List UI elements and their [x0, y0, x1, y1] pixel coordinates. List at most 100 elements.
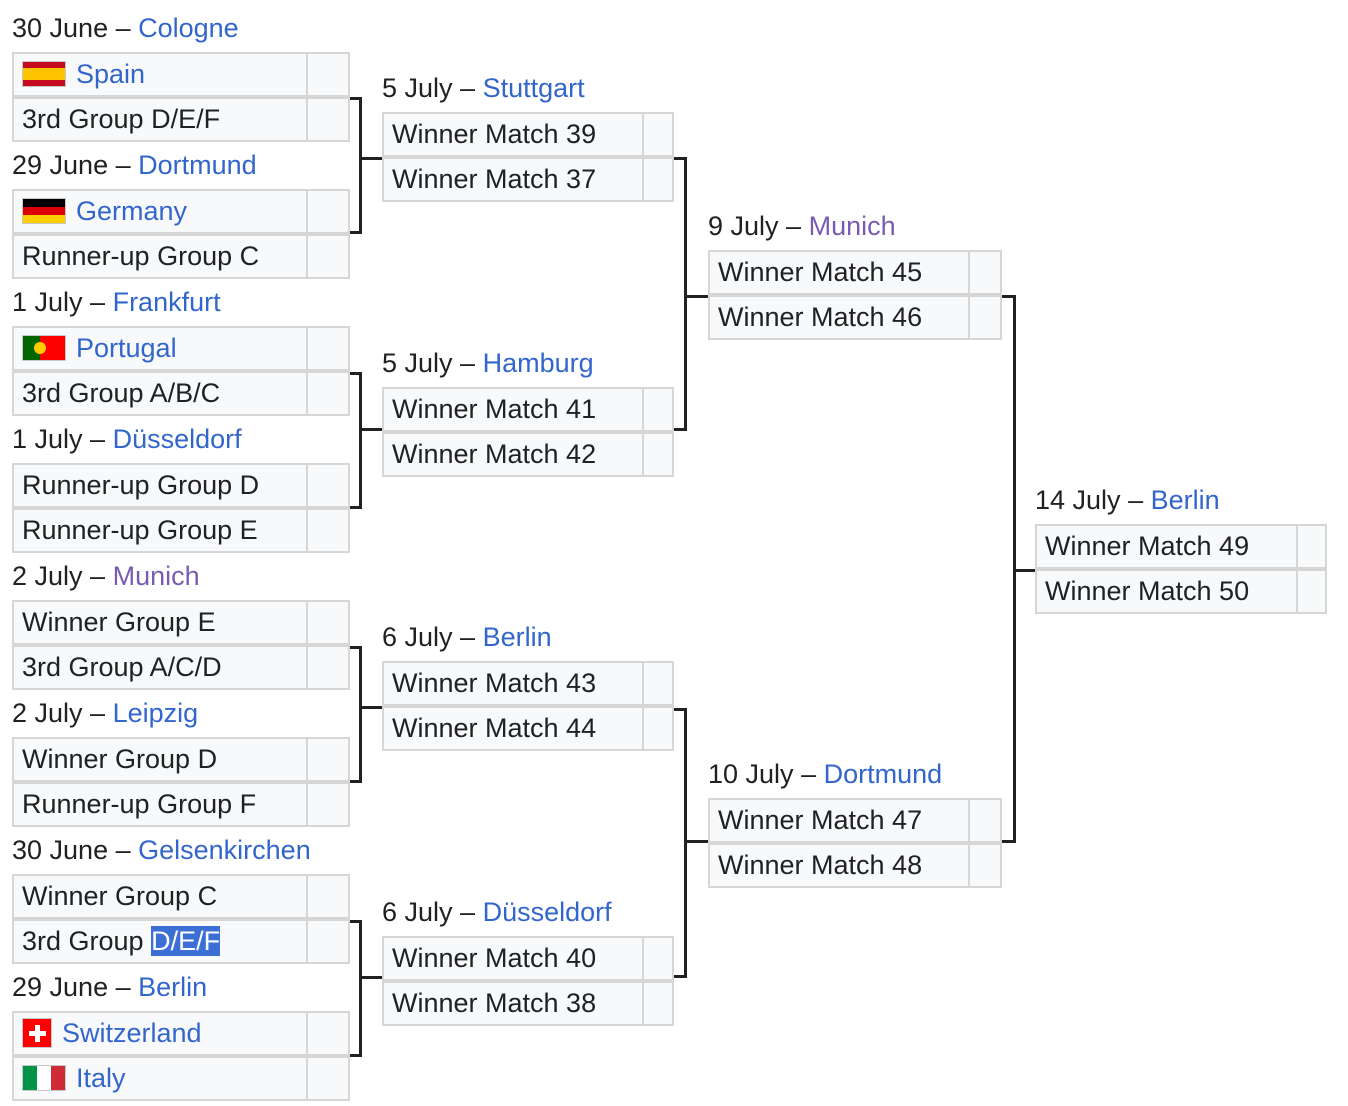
team-name: Winner Match 45 [708, 250, 970, 295]
team-name: Switzerland [12, 1011, 308, 1056]
connector-line [350, 1054, 362, 1057]
venue-link[interactable]: Berlin [138, 972, 208, 1002]
connector-line [350, 97, 362, 100]
team-name: Winner Match 44 [382, 706, 644, 751]
score-cell [306, 737, 350, 782]
team-name: Portugal [12, 326, 308, 371]
score-cell [306, 234, 350, 279]
spain-flag-icon [22, 60, 66, 87]
connector-line [674, 157, 687, 160]
team-name: Runner-up Group E [12, 508, 308, 553]
venue-link[interactable]: Frankfurt [112, 287, 221, 317]
team-link[interactable]: Portugal [76, 333, 177, 363]
team-name: Winner Match 37 [382, 157, 644, 202]
venue-link[interactable]: Stuttgart [482, 73, 585, 103]
score-cell [642, 661, 674, 706]
score-cell [1296, 569, 1327, 614]
team-name: Winner Match 48 [708, 843, 970, 888]
venue-link[interactable]: Berlin [1150, 485, 1220, 515]
venue-link[interactable]: Munich [112, 561, 200, 591]
team-name: Winner Match 39 [382, 112, 644, 157]
team-name: Winner Match 47 [708, 798, 970, 843]
team-link[interactable]: Spain [76, 59, 146, 89]
venue-link[interactable]: Gelsenkirchen [138, 835, 311, 865]
venue-link[interactable]: Cologne [138, 13, 239, 43]
match-header: 6 July – Düsseldorf [382, 897, 612, 927]
team-name: Winner Match 38 [382, 981, 644, 1026]
score-cell [968, 843, 1002, 888]
score-cell [306, 189, 350, 234]
venue-link[interactable]: Düsseldorf [482, 897, 612, 927]
score-cell [306, 371, 350, 416]
venue-link[interactable]: Dortmund [138, 150, 257, 180]
match-header: 10 July – Dortmund [708, 759, 943, 789]
match-header: 9 July – Munich [708, 211, 896, 241]
connector-line [359, 920, 362, 1057]
match-header: 1 July – Düsseldorf [12, 424, 242, 454]
match-header: 29 June – Berlin [12, 972, 208, 1002]
score-cell [306, 874, 350, 919]
match-header: 2 July – Leipzig [12, 698, 199, 728]
score-cell [306, 508, 350, 553]
connector-line [350, 780, 362, 783]
score-cell [306, 1056, 350, 1101]
score-cell [968, 295, 1002, 340]
match-header: 14 July – Berlin [1035, 485, 1220, 515]
score-cell [306, 52, 350, 97]
team-name: Italy [12, 1056, 308, 1101]
connector-line [674, 975, 687, 978]
team-name: Runner-up Group F [12, 782, 308, 827]
team-name: Winner Group D [12, 737, 308, 782]
team-name: Winner Group C [12, 874, 308, 919]
match-header: 6 July – Berlin [382, 622, 552, 652]
team-name: Winner Match 50 [1035, 569, 1298, 614]
team-name: Runner-up Group D [12, 463, 308, 508]
venue-link[interactable]: Berlin [482, 622, 552, 652]
connector-line [359, 706, 382, 709]
team-name: 3rd Group A/C/D [12, 645, 308, 690]
venue-link[interactable]: Leipzig [112, 698, 199, 728]
connector-line [350, 920, 362, 923]
germany-flag-icon [22, 197, 66, 224]
score-cell [306, 600, 350, 645]
venue-link[interactable]: Munich [808, 211, 896, 241]
connector-line [359, 428, 382, 431]
score-cell [306, 1011, 350, 1056]
score-cell [642, 432, 674, 477]
score-cell [306, 782, 350, 827]
venue-link[interactable]: Düsseldorf [112, 424, 242, 454]
score-cell [642, 706, 674, 751]
match-header: 2 July – Munich [12, 561, 200, 591]
match-header: 1 July – Frankfurt [12, 287, 221, 317]
score-cell [306, 326, 350, 371]
team-name: Germany [12, 189, 308, 234]
score-cell [1296, 524, 1327, 569]
venue-link[interactable]: Hamburg [482, 348, 594, 378]
score-cell [306, 645, 350, 690]
connector-line [674, 428, 687, 431]
match-header: 30 June – Cologne [12, 13, 239, 43]
score-cell [642, 387, 674, 432]
connector-line [684, 708, 687, 978]
connector-line [359, 646, 362, 783]
team-name: Winner Group E [12, 600, 308, 645]
connector-line [350, 506, 362, 509]
team-name: Winner Match 49 [1035, 524, 1298, 569]
connector-line [1002, 295, 1016, 298]
score-cell [968, 250, 1002, 295]
italy-flag-icon [22, 1064, 66, 1091]
team-name: Winner Match 41 [382, 387, 644, 432]
connector-line [350, 646, 362, 649]
connector-line [350, 372, 362, 375]
match-header: 5 July – Hamburg [382, 348, 594, 378]
score-cell [642, 157, 674, 202]
team-link[interactable]: Switzerland [62, 1018, 202, 1048]
connector-line [684, 840, 708, 843]
team-name: Spain [12, 52, 308, 97]
venue-link[interactable]: Dortmund [823, 759, 943, 789]
connector-line [674, 708, 687, 711]
team-link[interactable]: Germany [76, 196, 188, 226]
team-link[interactable]: Italy [76, 1063, 126, 1093]
score-cell [968, 798, 1002, 843]
team-name: 3rd Group D/E/F [12, 919, 308, 964]
